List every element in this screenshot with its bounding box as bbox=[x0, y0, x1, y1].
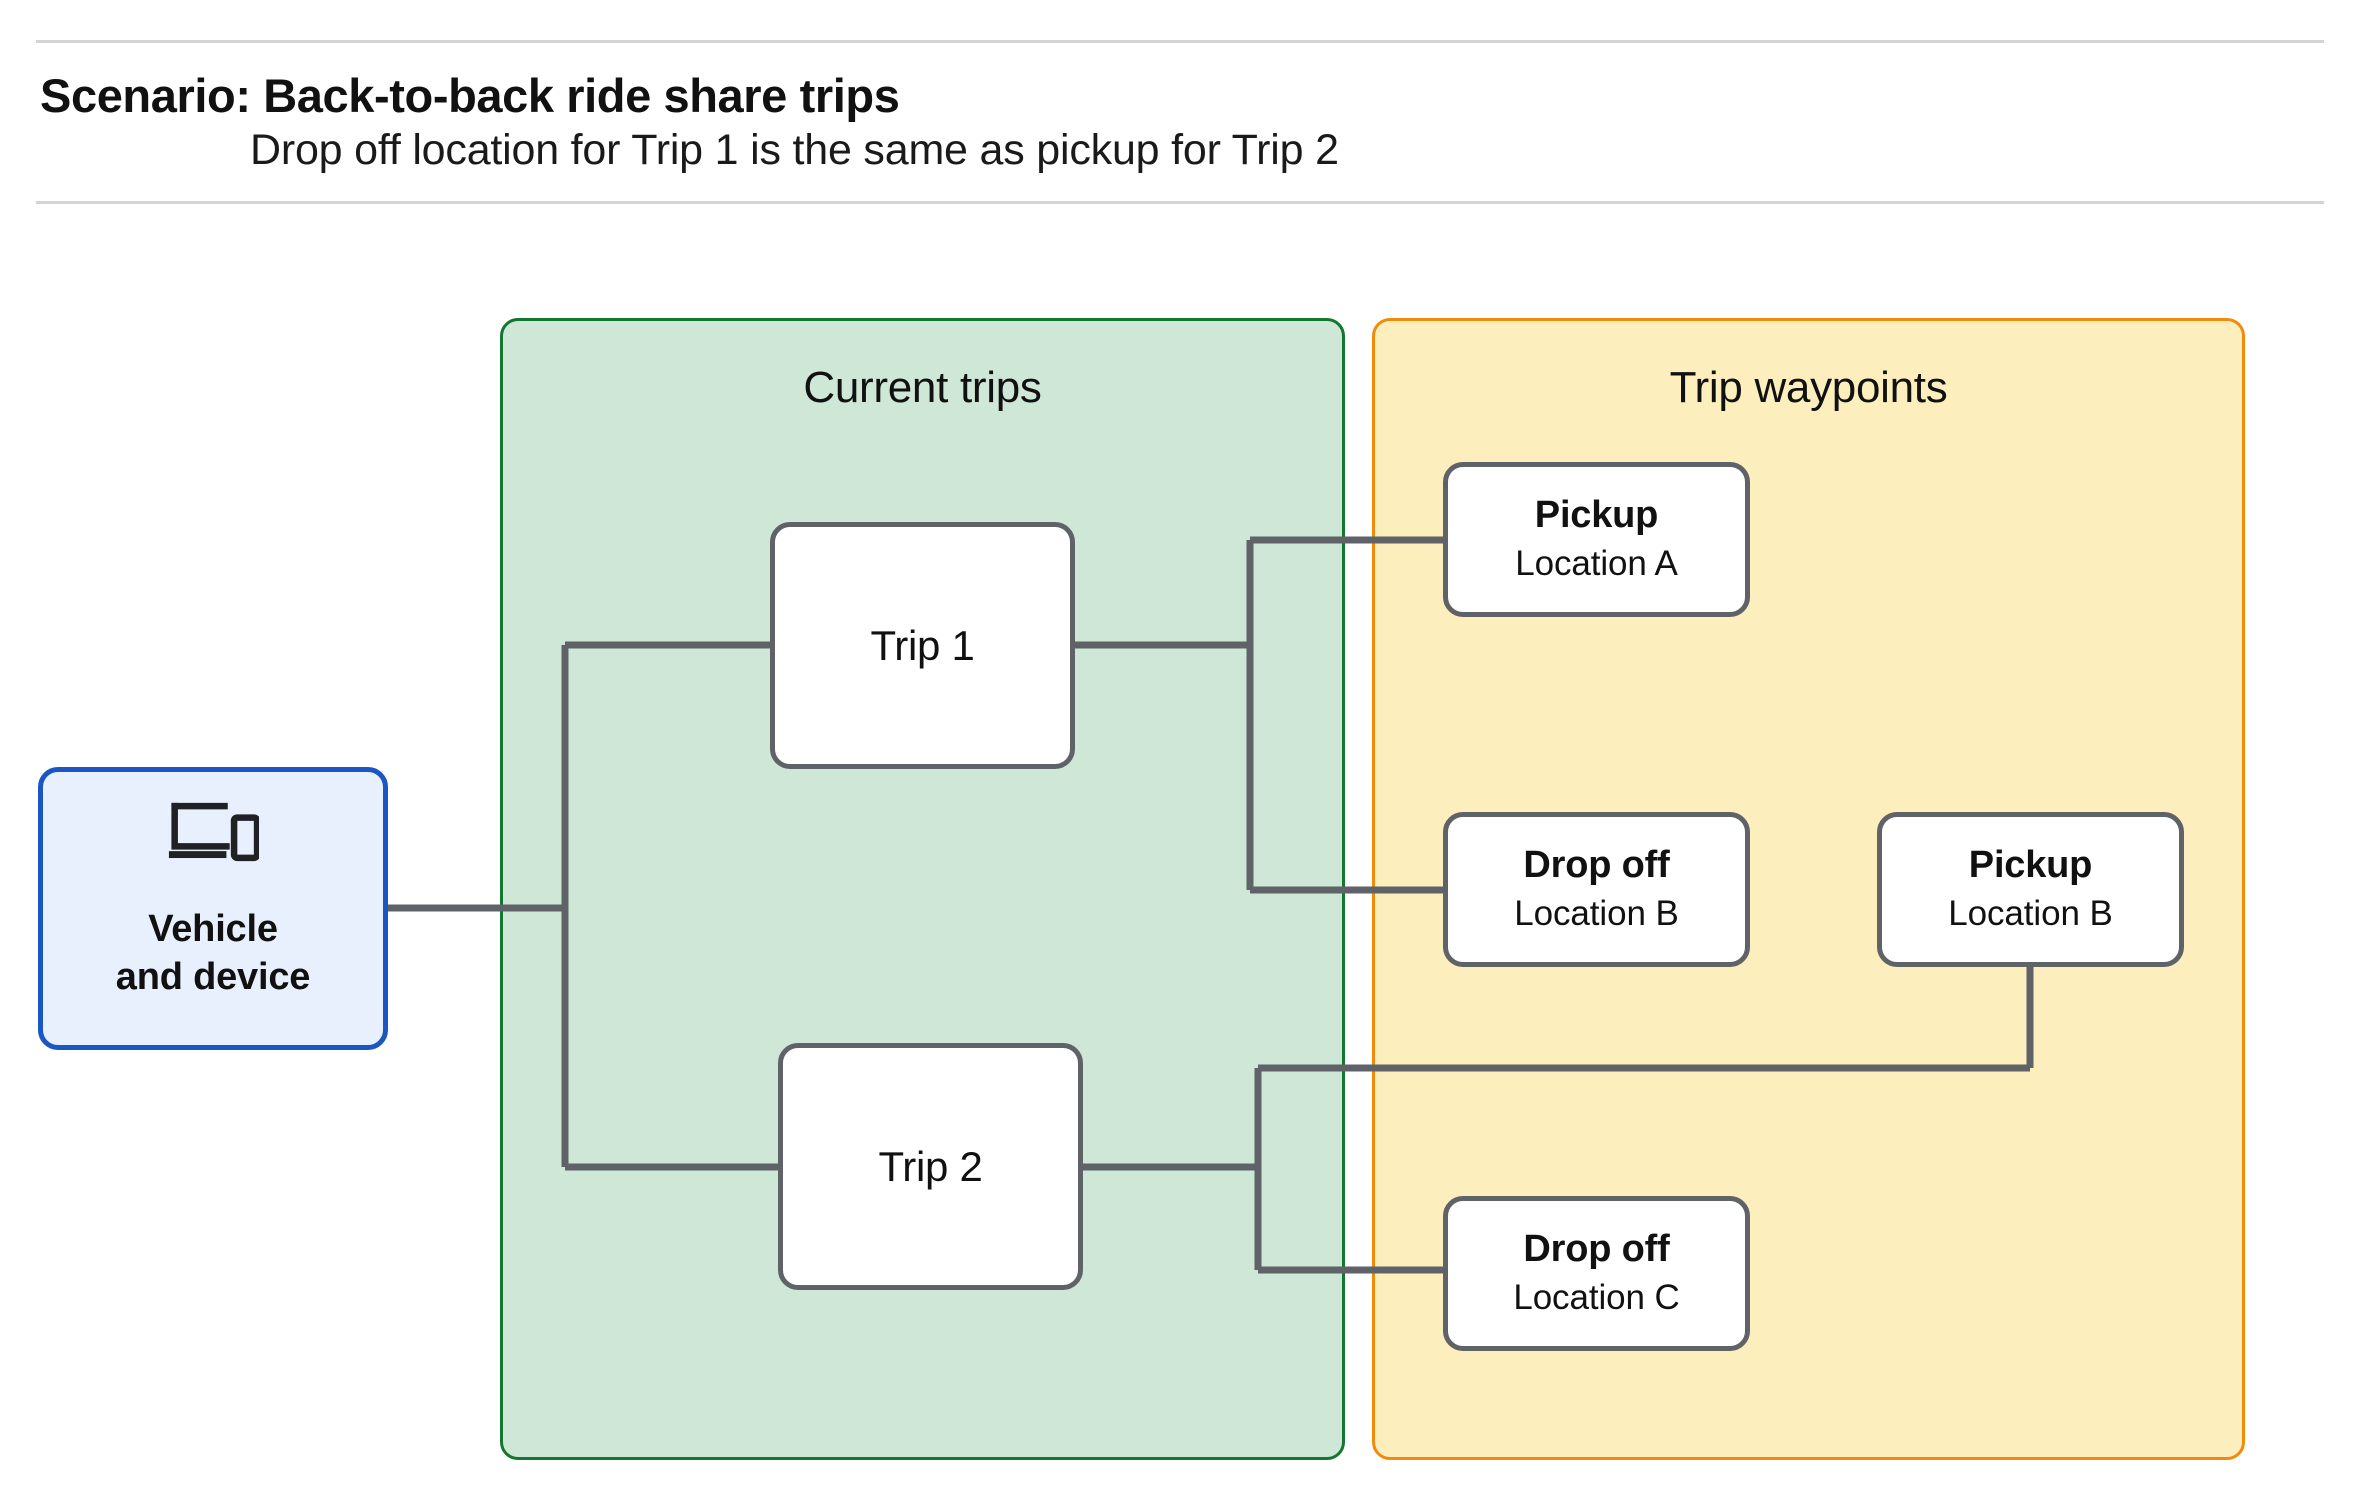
header-divider-bottom bbox=[36, 201, 2324, 204]
node-pickup-location-b[interactable]: Pickup Location B bbox=[1877, 812, 2184, 967]
node-pickup-location-a[interactable]: Pickup Location A bbox=[1443, 462, 1750, 617]
node-dropoff-location-c-location: Location C bbox=[1513, 1278, 1680, 1318]
node-dropoff-location-c-kind: Drop off bbox=[1523, 1227, 1670, 1270]
node-pickup-location-b-kind: Pickup bbox=[1968, 843, 2093, 886]
group-trip-waypoints-title: Trip waypoints bbox=[1669, 363, 1948, 412]
vehicle-and-device-label: Vehicle and device bbox=[115, 908, 311, 998]
node-pickup-location-b-location: Location B bbox=[1948, 894, 2113, 934]
node-trip-2[interactable]: Trip 2 bbox=[778, 1043, 1083, 1290]
devices-icon bbox=[168, 802, 259, 862]
node-trip-1[interactable]: Trip 1 bbox=[770, 522, 1075, 769]
group-current-trips-title: Current trips bbox=[803, 363, 1042, 412]
page-subtitle: Drop off location for Trip 1 is the same… bbox=[250, 126, 1339, 174]
node-dropoff-location-b-kind: Drop off bbox=[1523, 843, 1670, 886]
node-pickup-location-a-kind: Pickup bbox=[1534, 493, 1659, 536]
page-title: Scenario: Back-to-back ride share trips bbox=[40, 69, 900, 122]
header-divider-top bbox=[36, 40, 2324, 43]
node-pickup-location-a-location: Location A bbox=[1515, 544, 1678, 584]
node-dropoff-location-b[interactable]: Drop off Location B bbox=[1443, 812, 1750, 967]
node-trip-2-label: Trip 2 bbox=[878, 1142, 983, 1190]
node-dropoff-location-c[interactable]: Drop off Location C bbox=[1443, 1196, 1750, 1351]
node-vehicle-and-device[interactable]: Vehicle and device bbox=[38, 767, 388, 1050]
node-trip-1-label: Trip 1 bbox=[870, 621, 975, 669]
node-dropoff-location-b-location: Location B bbox=[1514, 894, 1679, 934]
